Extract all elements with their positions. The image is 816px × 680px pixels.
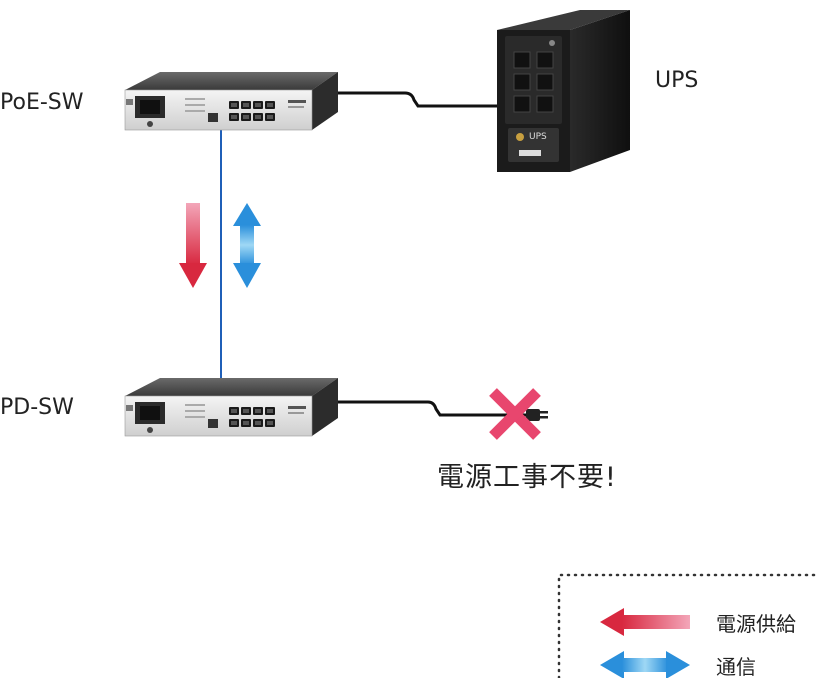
pd-power-cable [335,400,528,417]
ups-panel-label: UPS [529,132,547,142]
poe-sw-label: PoE-SW [0,90,84,115]
ups-device [497,10,630,172]
power-plug [526,409,540,421]
ups-label: UPS [655,68,699,93]
power-supply-arrow [179,203,207,288]
legend-power-supply-label: 電源供給 [716,612,796,636]
legend-power-arrow [600,608,690,636]
pd-sw-label: PD-SW [0,395,74,420]
ups-power-cable [335,91,505,108]
cross-mark [489,388,541,440]
pd-switch-device [124,378,338,437]
poe-switch-device [124,72,338,131]
communication-arrow [233,203,261,288]
legend-communication-arrow [600,651,690,678]
legend-box-border [557,573,816,678]
no-power-work-note: 電源工事不要! [437,462,617,493]
legend-communication-label: 通信 [716,655,756,679]
